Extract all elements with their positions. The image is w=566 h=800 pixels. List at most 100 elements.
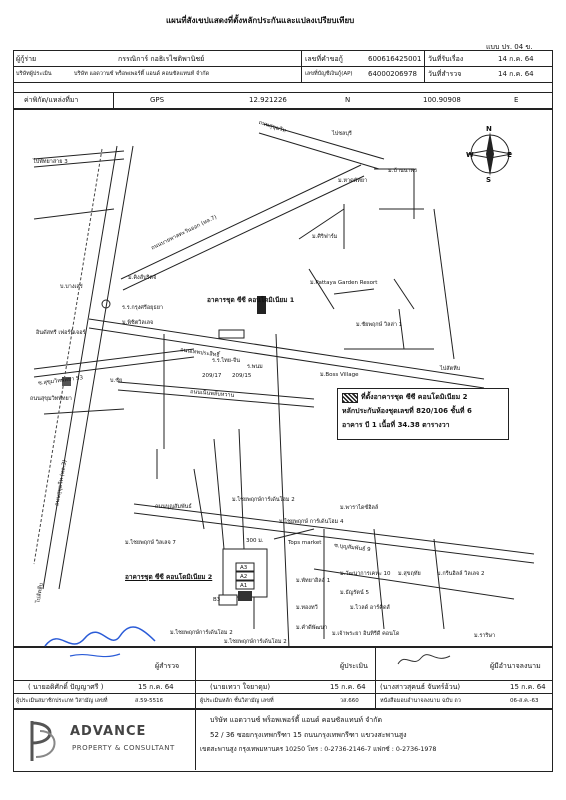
map-label: ม.ทองทวี	[296, 605, 318, 611]
legend-line-2: หลักประกันห้องชุดเลขที่ 820/106 ชั้นที่ …	[342, 407, 472, 415]
compass-n: N	[486, 125, 492, 133]
map-label: ม.ไชยพฤกษ์การ์เด้นโฮม 2	[170, 630, 233, 636]
company-logo-icon	[30, 721, 56, 761]
apply-no: 600616425001	[368, 55, 422, 63]
map-label: ม.เจ้าพระยา อินทิรีดี คอนโด	[332, 631, 400, 637]
company-label: บริษัทผู้ประเมิน	[16, 71, 52, 77]
map-label: ถนนบุญสัมพันธ์	[155, 504, 192, 510]
surveyor-name: ( นายอดิศักดิ์ ปัญญาศรี )	[28, 683, 104, 691]
logo-main: ADVANCE	[70, 724, 147, 739]
footer-company: บริษัท แอดวานซ์ พร็อพเพอร์ตี้ แอนด์ คอนซ…	[210, 716, 383, 724]
map-label: 209/17	[202, 373, 222, 379]
surveyor-signature	[44, 626, 156, 658]
condo-1-label: อาคารชุด ซีซี คอนโดมิเนียม 1	[207, 296, 295, 304]
map-label: ม.กรีนฮิลล์ วิลเลจ 2	[437, 571, 485, 577]
map-label: A2	[240, 574, 248, 580]
info-table	[13, 50, 553, 110]
surveyor-date: 15 ก.ค. 64	[138, 683, 174, 691]
appraiser-org: ผู้ประเมินหลัก ชั้นวิสามัญ เลขที่	[200, 698, 274, 704]
appraiser-name: (นายเทวา ใจยาดุม)	[210, 683, 271, 691]
compass-w: W	[466, 151, 474, 159]
compass-s: S	[486, 176, 492, 184]
ap-no: 64000206978	[368, 70, 417, 78]
coord-label: ค่าพิกัด/แหล่งที่มา	[24, 96, 79, 104]
map-label: A1	[240, 583, 248, 589]
map-label: ม.ไชยพฤกษ์ วิลเลจ 7	[125, 540, 176, 546]
map-label: ม.Pattaya Garden Resort	[310, 280, 378, 286]
apply-no-label: เลขที่คำขอกู้	[305, 55, 343, 63]
footer-box	[13, 708, 553, 772]
footer-address-2: เขตสะพานสูง กรุงเทพมหานคร 10250 โทร : 0-…	[200, 746, 437, 753]
longitude: 100.90908	[423, 96, 461, 104]
surveyor-org: ผู้ประเมินสมาชิกประเภท วิสามัญ เลขที่	[16, 698, 108, 704]
bunsamphan-road	[133, 503, 535, 555]
legend-hatch-icon	[342, 393, 358, 403]
map-label: ม.ไวลด์ อาร์คิดส์	[350, 605, 390, 611]
legend-box	[337, 388, 509, 440]
approver-role: ผู้มีอำนาจลงนาม	[490, 662, 541, 670]
survey-date: 14 ก.ค. 64	[498, 70, 534, 78]
surveyor-role: ผู้สำรวจ	[155, 662, 180, 670]
map-canvas	[33, 123, 535, 646]
map-label: 209/15	[232, 373, 252, 379]
latitude: 12.921226	[249, 96, 287, 104]
approver-org: หนังสือมอบอำนาจลงนาม ฉบับ ถว	[380, 698, 461, 704]
approver-no: 06-ส.ค.-63	[510, 698, 539, 704]
condo-1-marker	[257, 296, 266, 314]
map-label: ม.คำดีพัฒนา	[296, 625, 328, 631]
receive-date: 14 ก.ค. 64	[498, 55, 534, 63]
borrower-label: ผู้กู้ร่าย	[16, 55, 37, 63]
approver-date: 15 ก.ค. 64	[510, 683, 546, 691]
map-label: ม.Boss Village	[320, 372, 359, 378]
receive-date-label: วันที่รับเรื่อง	[428, 55, 464, 63]
map-label: อินดัสทรี เฟอร์นิเจอร์	[36, 330, 86, 336]
map-label: A3	[240, 565, 248, 571]
approver-name: (นางสาวสุคนธ์ จันทร์อ้วน)	[380, 683, 461, 691]
condo-2-label: อาคารชุด ซีซี คอนโดมิเนียม 2	[125, 573, 213, 581]
map-label: บ.ชัย	[110, 378, 123, 384]
map-label: ร.ร.ไทย-จีน	[212, 358, 240, 364]
borrower-name: กรรณิการ์ กอธิเรไชติพานิชย์	[118, 55, 205, 63]
map-label: บ.บางเสร่	[60, 284, 83, 290]
appraiser-no: วส.660	[340, 698, 359, 704]
map-label: ถนนสุขุมวิทพัทยา	[30, 396, 72, 402]
map-label: ไปชลบุรี	[332, 131, 352, 137]
map-label: ม.ศิริฟาร์ม	[312, 234, 338, 240]
map-frame	[13, 108, 553, 648]
signature-table	[13, 646, 553, 710]
sukhumvit-road	[42, 145, 118, 590]
map-label: ม.พิชิตวิลเลจ	[122, 320, 154, 326]
ap-label: เลขที่บัญชีเงินกู้(AP)	[305, 71, 353, 77]
bypass-road	[120, 164, 362, 280]
compass-rose-icon	[467, 132, 513, 176]
map-label: ไปสัตหีบ	[440, 366, 461, 372]
survey-date-label: วันที่สำรวจ	[428, 70, 462, 78]
map-label: ม.คิงส์บริดจ์	[128, 275, 157, 281]
map-label: ม.ชัยพฤกษ์ วิลล่า 1	[356, 322, 403, 328]
map-label: ร.พนม	[247, 364, 263, 370]
map-label: ม.สุขฤทัย	[398, 571, 421, 577]
compass-e: E	[507, 151, 512, 159]
map-label: 300 ม.	[246, 538, 264, 544]
lat-n: N	[345, 96, 351, 104]
target-unit	[238, 591, 252, 601]
map-label: ม.ธัญรัตน์ 5	[340, 590, 369, 596]
map-label: ร.ร.กรุงศรีอยุธยา	[122, 305, 164, 311]
map-label: ม.ไชยพฤกษ์การ์เด้นโฮม 2	[232, 497, 295, 503]
appraiser-date: 15 ก.ค. 64	[330, 683, 366, 691]
map-label: ม.พาราไดซ์ฮิลล์	[340, 505, 379, 511]
lon-e: E	[514, 96, 519, 104]
approver-signature	[397, 654, 451, 665]
map-label: ม.ไชยพฤกษ์การ์เด้นโฮม 2	[224, 639, 287, 645]
map-label: ม.บ้านนาพร	[388, 168, 418, 174]
surveyor-no: ส.59-5516	[135, 698, 164, 704]
appraiser-role: ผู้ประเมิน	[340, 662, 368, 670]
company-name: บริษัท แอดวานซ์ พร็อพเพอร์ตี้ แอนด์ คอนซ…	[74, 71, 210, 77]
map-label: B3	[213, 597, 221, 603]
footer-address-1: 52 / 36 ซอยกรุงเทพกรีฑา 15 ถนนกรุงเทพกรี…	[210, 731, 407, 739]
map-label: ม.พัทยาฮิลล์ 1	[296, 578, 331, 584]
form-code: แบบ ปร. 04 ข.	[486, 43, 533, 51]
map-label: ม.หาดพัทยา	[338, 178, 368, 184]
map-label: ม.ไชยพฤกษ์ การ์เด้นโฮม 4	[279, 519, 344, 525]
legend-title: ที่ตั้งอาคารชุด ซีซี คอนโดมิเนียม 2	[361, 393, 468, 401]
